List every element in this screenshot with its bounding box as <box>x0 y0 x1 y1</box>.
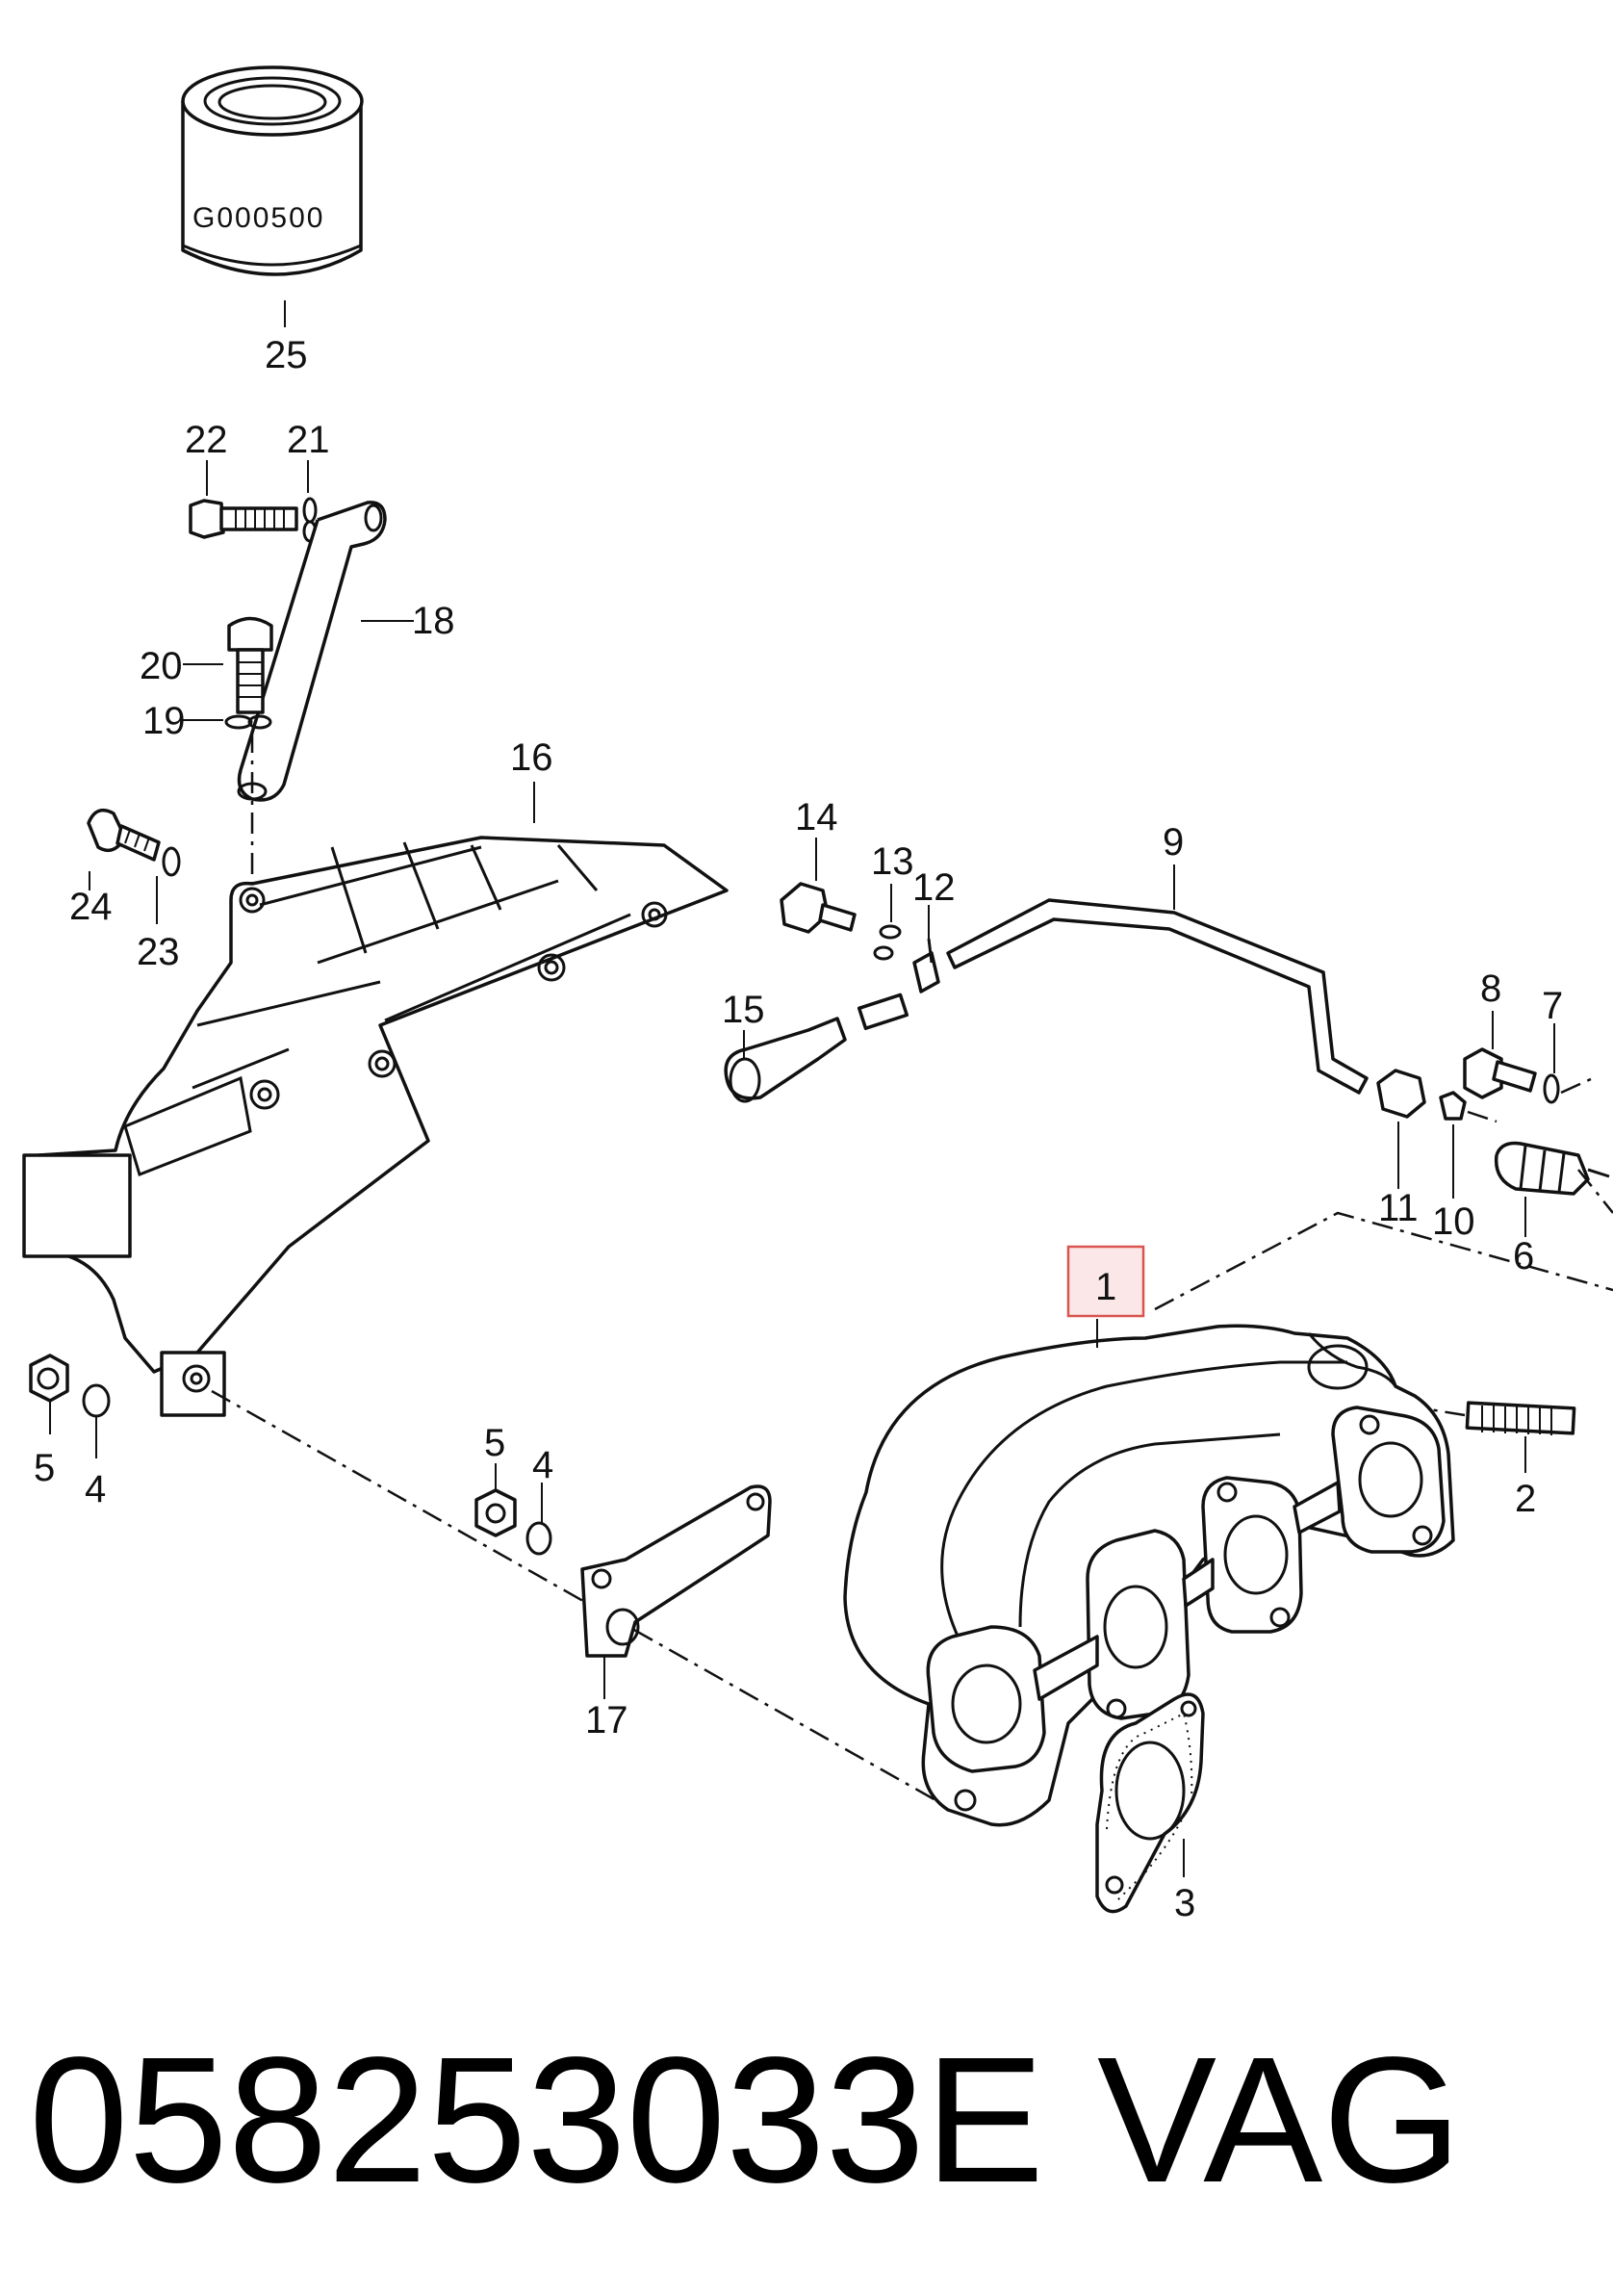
part-3-gasket <box>1095 1692 1205 1914</box>
callout-10: 10 <box>1432 1200 1475 1243</box>
callout-20: 20 <box>140 645 183 687</box>
part-6-sensor <box>1494 1141 1610 1196</box>
part-4-washer-left <box>82 1383 111 1418</box>
part-5-nut-mid <box>474 1488 517 1537</box>
callout-16: 16 <box>510 736 553 779</box>
brand-name: VAG <box>1097 2021 1462 2220</box>
part-16-heat-shield <box>22 836 729 1417</box>
part-22-bolt <box>189 499 298 539</box>
callout-5-mid: 5 <box>484 1422 505 1464</box>
callout-4-mid: 4 <box>532 1444 553 1486</box>
callout-9: 9 <box>1163 821 1184 864</box>
callout-18: 18 <box>412 600 455 642</box>
part-10-ferrule <box>1439 1091 1467 1121</box>
callout-4-left: 4 <box>85 1468 106 1510</box>
callout-2: 2 <box>1515 1478 1536 1520</box>
callout-3: 3 <box>1174 1882 1195 1924</box>
part-17-bracket <box>580 1484 772 1658</box>
callout-13: 13 <box>871 840 914 883</box>
part-13-washer <box>873 924 902 961</box>
part-5-nut-left <box>29 1354 69 1403</box>
callout-24: 24 <box>69 886 113 928</box>
part-19-washer <box>224 714 272 730</box>
callout-1: 1 <box>1095 1266 1116 1308</box>
part-20-bolt <box>227 616 273 714</box>
part-25-sealant-canister: G000500 <box>181 65 364 276</box>
callout-19: 19 <box>142 700 186 742</box>
callout-14: 14 <box>795 796 838 838</box>
part-1-exhaust-manifold <box>843 1324 1455 1827</box>
callout-11: 11 <box>1378 1187 1419 1229</box>
part-12-clip <box>912 938 940 993</box>
callout-25: 25 <box>265 334 308 376</box>
callout-12: 12 <box>912 866 956 909</box>
part-23-washer <box>162 846 181 877</box>
callout-15: 15 <box>722 989 765 1031</box>
part-18-bracket <box>237 501 387 802</box>
footer: 058253033E VAG <box>0 1964 1613 2296</box>
part-8-bolt <box>1463 1047 1537 1099</box>
callout-5-left: 5 <box>34 1447 55 1489</box>
callout-22: 22 <box>185 419 228 461</box>
part-number: 058253033E <box>29 2021 1045 2220</box>
part-14-bolt <box>780 882 857 934</box>
callout-23: 23 <box>137 931 180 973</box>
part-9-pipe <box>946 898 1369 1095</box>
callout-labels: 1 2 3 4 4 5 5 6 7 8 9 10 11 12 13 14 15 … <box>34 334 1563 1924</box>
leader-lines <box>49 460 1555 1877</box>
callout-6: 6 <box>1513 1235 1534 1277</box>
canister-label: G000500 <box>192 202 324 234</box>
callout-1-highlight <box>1066 1245 1145 1318</box>
part-11-union-nut <box>1376 1069 1426 1119</box>
callout-8: 8 <box>1480 967 1501 1010</box>
callout-17: 17 <box>585 1699 628 1741</box>
callout-21: 21 <box>287 419 330 461</box>
part-2-stud <box>1465 1401 1576 1435</box>
part-24-bolt <box>87 808 161 862</box>
part-4-washer-mid <box>525 1521 552 1556</box>
callout-7: 7 <box>1542 985 1563 1027</box>
exploded-parts-diagram: G000500 <box>22 65 1613 1924</box>
part-7-washer <box>1543 1073 1560 1104</box>
